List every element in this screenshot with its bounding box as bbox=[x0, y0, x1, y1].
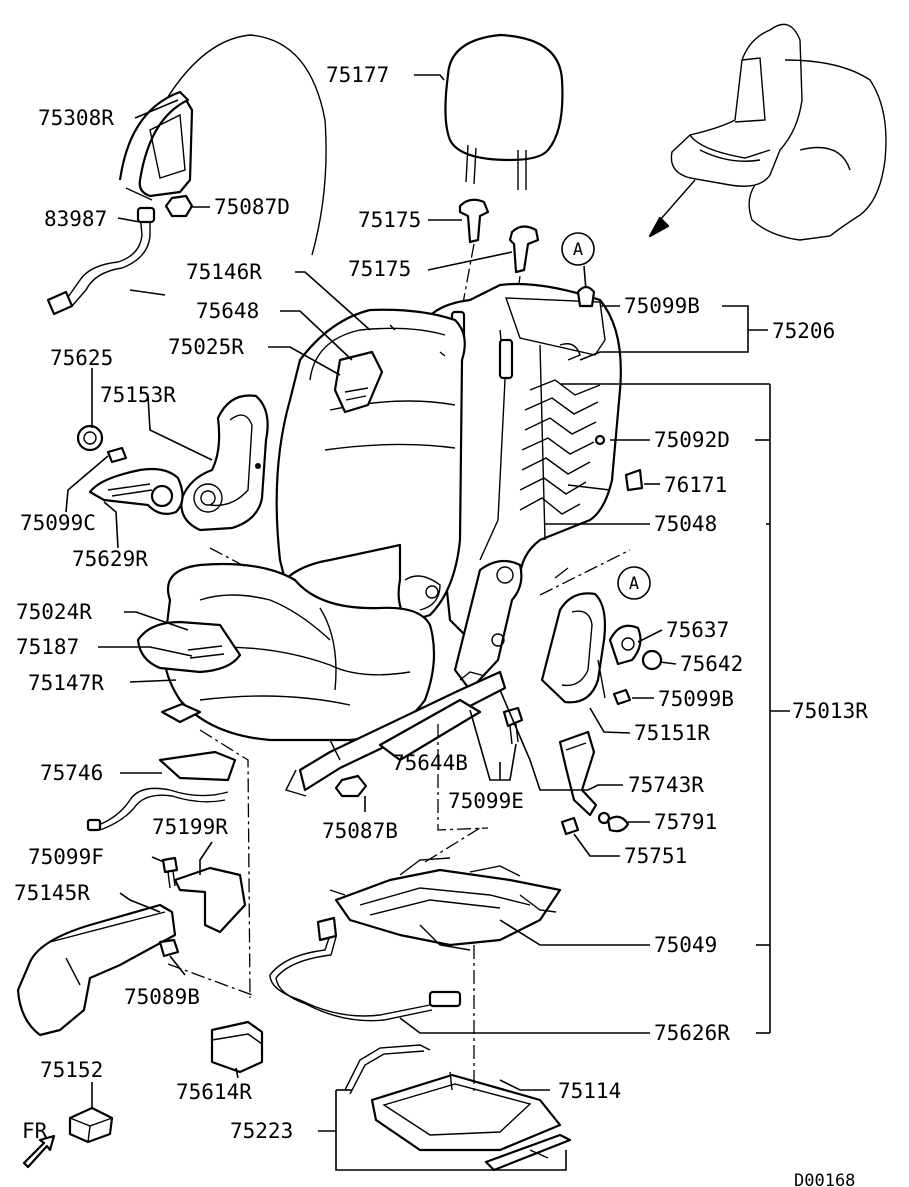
reference-dash-lines bbox=[167, 547, 631, 1092]
side-airbag-assembly bbox=[46, 34, 327, 316]
label-75223: 75223 bbox=[230, 1119, 293, 1143]
side-shield-75153R bbox=[180, 394, 269, 532]
harness-75626R bbox=[269, 916, 462, 1022]
label-75175-b: 75175 bbox=[348, 257, 411, 281]
cushion-pad-75024R bbox=[136, 620, 242, 674]
label-75151R: 75151R bbox=[634, 721, 710, 745]
label-75099B-mid: 75099B bbox=[658, 687, 734, 711]
label-75024R: 75024R bbox=[16, 600, 92, 624]
label-75099F: 75099F bbox=[28, 845, 104, 869]
label-75048: 75048 bbox=[654, 512, 717, 536]
label-75626R: 75626R bbox=[654, 1021, 730, 1045]
label-75791: 75791 bbox=[654, 810, 717, 834]
label-75308R: 75308R bbox=[38, 106, 114, 130]
tray-75114 bbox=[370, 1071, 562, 1152]
label-75743R: 75743R bbox=[628, 773, 704, 797]
callout-a-mid: A bbox=[617, 566, 651, 600]
bracket-75223 bbox=[344, 1044, 572, 1172]
label-75147R: 75147R bbox=[28, 671, 104, 695]
side-shield-75151R bbox=[540, 592, 663, 706]
seat-thumbnail bbox=[648, 23, 887, 241]
label-75644B: 75644B bbox=[392, 751, 468, 775]
label-75087D: 75087D bbox=[214, 195, 290, 219]
label-75099E: 75099E bbox=[448, 789, 524, 813]
label-75175-a: 75175 bbox=[358, 208, 421, 232]
callout-a-top: A bbox=[561, 232, 596, 308]
label-75025R: 75025R bbox=[168, 335, 244, 359]
label-75648: 75648 bbox=[196, 299, 259, 323]
label-75187: 75187 bbox=[16, 635, 79, 659]
recliner-handle-75629R bbox=[88, 467, 184, 515]
leader-lines bbox=[65, 74, 790, 1171]
label-75637: 75637 bbox=[666, 618, 729, 642]
label-75145R: 75145R bbox=[14, 881, 90, 905]
block-75152 bbox=[68, 1106, 114, 1144]
label-75114: 75114 bbox=[558, 1079, 621, 1103]
label-75099C: 75099C bbox=[20, 511, 96, 535]
label-75152: 75152 bbox=[40, 1058, 103, 1082]
seat-cushion-75147R bbox=[162, 562, 436, 742]
nut-75087B bbox=[334, 774, 368, 798]
label-75751: 75751 bbox=[624, 844, 687, 868]
label-75614R: 75614R bbox=[176, 1080, 252, 1104]
knob-75625 bbox=[76, 424, 128, 464]
cover-75199R bbox=[161, 856, 247, 934]
seat-adjuster-rails bbox=[160, 670, 507, 797]
label-83987: 83987 bbox=[44, 207, 107, 231]
cushion-frame-75049 bbox=[329, 857, 562, 951]
label-75049: 75049 bbox=[654, 933, 717, 957]
label-pad-75648 bbox=[333, 350, 384, 414]
cover-75145R bbox=[16, 903, 177, 1037]
part-labels: 75177 75308R 75087D 83987 75175 75175 75… bbox=[14, 63, 868, 1187]
label-75089B: 75089B bbox=[124, 985, 200, 1009]
label-75206: 75206 bbox=[772, 319, 835, 343]
svg-text:A: A bbox=[573, 240, 583, 260]
bolt-75099E bbox=[502, 706, 524, 745]
fr-label: FR bbox=[22, 1119, 48, 1143]
harness-75746 bbox=[86, 750, 237, 832]
fr-arrow bbox=[22, 1134, 56, 1169]
seatback-cover-75146R bbox=[275, 308, 466, 624]
label-75013R: 75013R bbox=[792, 699, 868, 723]
label-75146R: 75146R bbox=[186, 260, 262, 284]
cover-75614R bbox=[210, 1020, 264, 1074]
label-75746: 75746 bbox=[40, 761, 103, 785]
label-75642: 75642 bbox=[680, 652, 743, 676]
seatbelt-buckle-75743R bbox=[558, 730, 630, 836]
label-75629R: 75629R bbox=[72, 547, 148, 571]
label-75099B-top: 75099B bbox=[624, 294, 700, 318]
svg-text:A: A bbox=[629, 574, 639, 594]
label-75087B: 75087B bbox=[322, 819, 398, 843]
headrest-75177 bbox=[444, 33, 564, 190]
label-76171: 76171 bbox=[664, 473, 727, 497]
diagram-code: D00168 bbox=[794, 1171, 855, 1187]
label-75199R: 75199R bbox=[152, 815, 228, 839]
clip-75089B bbox=[158, 938, 180, 958]
label-75177: 75177 bbox=[326, 63, 389, 87]
label-75625: 75625 bbox=[50, 346, 113, 370]
label-75153R: 75153R bbox=[100, 383, 176, 407]
label-75092D: 75092D bbox=[654, 428, 730, 452]
